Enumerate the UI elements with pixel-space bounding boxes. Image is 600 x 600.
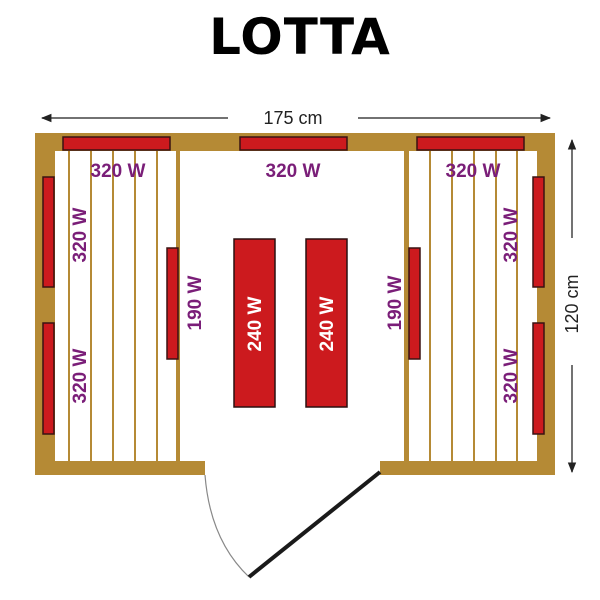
heater-top-center bbox=[239, 136, 348, 151]
width-label: 175 cm bbox=[263, 108, 322, 128]
page-title: LOTTA bbox=[209, 8, 391, 66]
heater-left-bench bbox=[166, 247, 179, 360]
label-right-bench: 190 W bbox=[385, 275, 406, 330]
heater-center-left bbox=[233, 238, 276, 408]
label-left-bench: 190 W bbox=[185, 275, 206, 330]
heaters-walls bbox=[42, 176, 545, 435]
heater-left-upper bbox=[42, 176, 55, 288]
label-center-left: 240 W bbox=[245, 296, 266, 351]
heater-right-bench bbox=[408, 247, 421, 360]
heater-top-left bbox=[62, 136, 171, 151]
label-right-wall-upper: 320 W bbox=[501, 207, 522, 262]
depth-label: 120 cm bbox=[562, 274, 582, 333]
heater-center-right bbox=[305, 238, 348, 408]
label-left-wall-upper: 320 W bbox=[70, 207, 91, 262]
door-swing-arc bbox=[204, 474, 250, 578]
heater-right-lower bbox=[532, 322, 545, 435]
depth-dimension: 120 cm bbox=[562, 138, 582, 474]
heater-right-upper bbox=[532, 176, 545, 288]
heaters-bench bbox=[166, 247, 421, 360]
label-top-center: 320 W bbox=[266, 161, 321, 182]
door bbox=[204, 470, 382, 579]
label-center-right: 240 W bbox=[317, 296, 338, 351]
left-bench bbox=[55, 151, 180, 461]
label-right-wall-lower: 320 W bbox=[501, 348, 522, 403]
label-top-left: 320 W bbox=[91, 161, 146, 182]
label-left-wall-lower: 320 W bbox=[70, 348, 91, 403]
heater-top-right bbox=[416, 136, 525, 151]
heaters-top bbox=[62, 136, 525, 151]
door-panel bbox=[247, 470, 382, 579]
heater-left-lower bbox=[42, 322, 55, 435]
width-dimension: 175 cm bbox=[40, 108, 552, 128]
label-top-right: 320 W bbox=[446, 161, 501, 182]
right-bench bbox=[404, 151, 537, 461]
heaters-center bbox=[233, 238, 348, 408]
